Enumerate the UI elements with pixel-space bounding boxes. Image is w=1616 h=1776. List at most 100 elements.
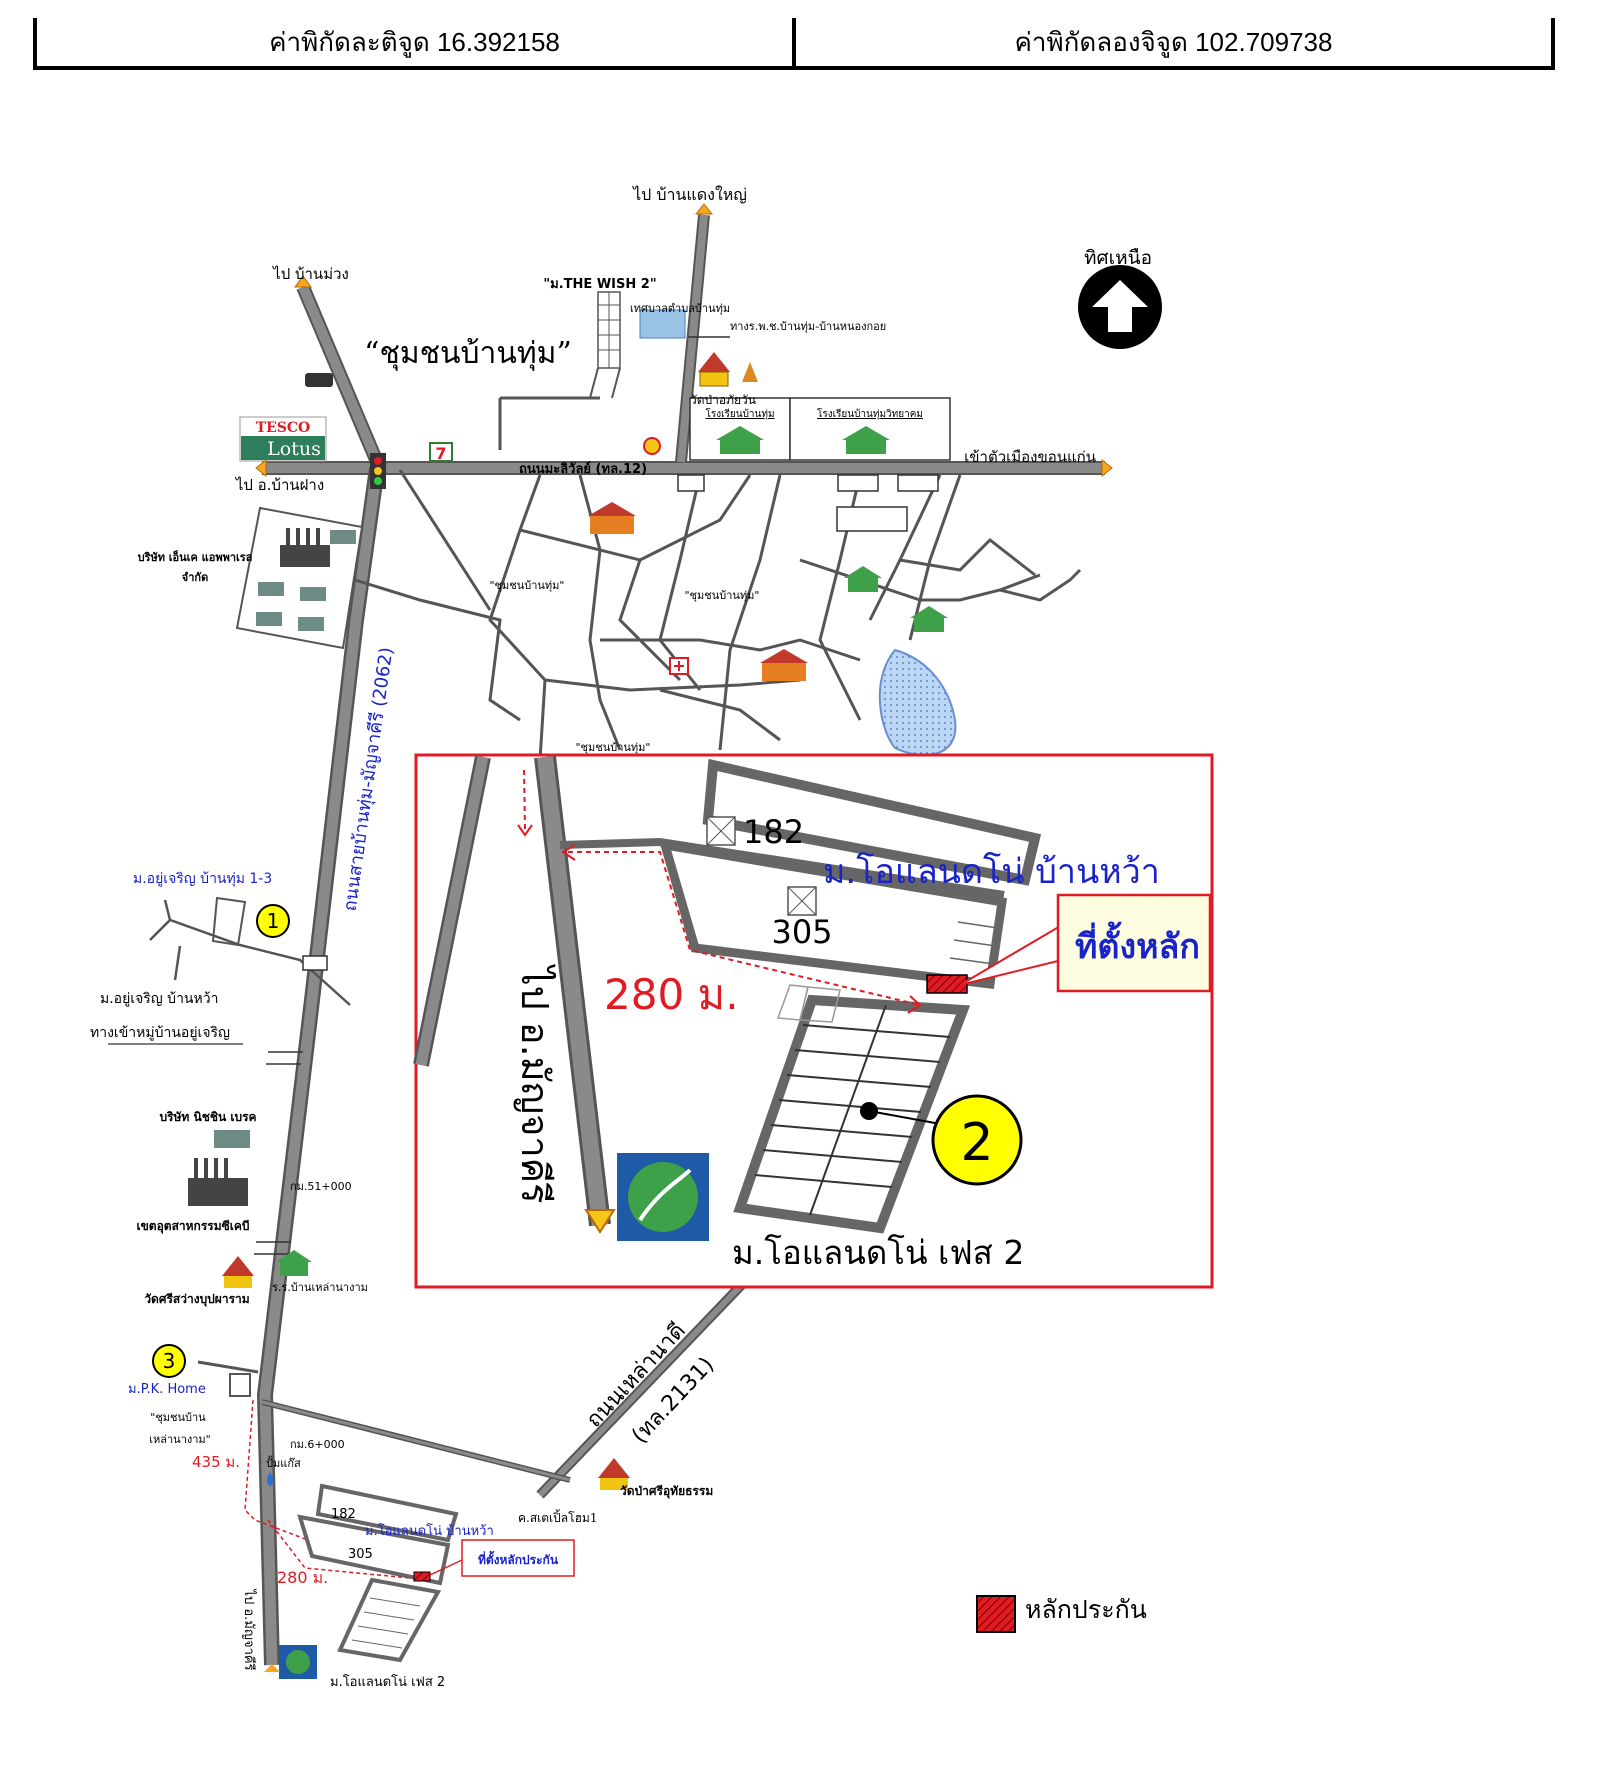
municipality-label: เทศบาลตำบลบ้านทุ่ม [630, 302, 730, 315]
seven-eleven-logo: 7 [429, 442, 453, 463]
inset-phase2-label: ม.โอแลนดโน่ เฟส 2 [732, 1233, 1024, 1272]
dist-435-label: 435 ม. [192, 1453, 240, 1471]
small-182-label: 182 [331, 1507, 356, 1522]
small-collateral-label: ที่ตั้งหลักประกัน [478, 1550, 559, 1567]
inset-182-label: 182 [743, 813, 804, 851]
community-label-2: "ชุมชนบ้านทุ่ม" [684, 589, 759, 602]
shell-icon [643, 437, 661, 455]
municipality-icon [639, 309, 686, 339]
village-1-label: ม.อยู่เจริญ บ้านทุ่ม 1-3 [133, 871, 272, 887]
to-ban-daeng-yai-label: ไป บ้านแดงใหญ่ [631, 185, 747, 204]
pk-block [229, 1373, 251, 1397]
factory-2-icon [188, 1158, 248, 1206]
pk-road [197, 1360, 259, 1374]
warehouse-2-icon [214, 1130, 250, 1148]
longitude-label: ค่าพิกัดลองจิจูด 102.709738 [792, 18, 1551, 66]
company-2-label: บริษัท นิชชิน เบรค [159, 1110, 256, 1124]
small-site-layout [264, 1483, 575, 1679]
to-ban-muang-label: ไป บ้านม่วง [272, 265, 349, 283]
marker-1-label: 1 [267, 909, 280, 933]
inset-distance-label: 280 ม. [604, 970, 739, 1019]
lake [878, 648, 957, 756]
inset-collateral-callout: ที่ตั้งหลัก [1075, 921, 1200, 967]
legend-collateral-label: หลักประกัน [1025, 1595, 1147, 1624]
arrow-marker-up-left [294, 275, 312, 288]
community-2b-label: เหล่านางาม" [149, 1433, 210, 1446]
shrine-icon [742, 362, 758, 382]
school-house-icons [844, 566, 948, 632]
village-1c-label: ทางเข้าหมู่บ้านอยู่เจริญ [90, 1025, 230, 1041]
company-1-label: บริษัท เอ็นเค แอพพาเรล [138, 550, 253, 564]
marker-2-label: 2 [960, 1113, 993, 1173]
inset-to-manja-label: ไป อ.มัญจาคีรี [513, 963, 557, 1203]
temple-1-label: วัดป่าอภัยวัน [690, 393, 756, 407]
road-mittraphap-label: ถนนมะลิวัลย์ (ทล.12) [519, 461, 647, 477]
shop-label: ค.สเตเปิ้ลโฮม1 [518, 1509, 597, 1525]
temple-3-label: วัดป่าศรีอุทัยธรรม [620, 1484, 713, 1499]
legend-collateral-swatch [976, 1595, 1016, 1633]
village-1b-label: ม.อยู่เจริญ บ้านหว้า [100, 991, 218, 1007]
marker-1 [256, 904, 290, 938]
industrial-label: เขตอุตสาหกรรมซีเคบี [136, 1219, 249, 1234]
main-roads [256, 214, 1105, 1666]
north-arrow-icon [1078, 265, 1162, 349]
north-label: ทิศเหนือ [1084, 247, 1152, 269]
arrow-marker-up-top [694, 203, 714, 215]
inset-305-label: 305 [771, 913, 832, 951]
community-2a-label: "ชุมชนบ้าน [150, 1411, 206, 1424]
the-wish-label: "ม.THE WISH 2" [543, 277, 656, 292]
temple-icon [698, 352, 730, 387]
tesco-lotus-logo: TESCO Lotus [239, 416, 327, 462]
to-khon-kaen-label: เข้าตัวเมืองขอนแก่น [964, 448, 1096, 466]
small-to-manja-label: ไป อ.มัญจาคีรี [241, 1588, 257, 1670]
temple-3-icon [598, 1458, 630, 1490]
latitude-label: ค่าพิกัดละติจูด 16.392158 [269, 26, 560, 57]
school-2-label: โรงเรียนบ้านทุ่มวิทยาคม [817, 407, 923, 420]
gas-label: ปั้มแก๊ส [266, 1455, 301, 1470]
road-ban-thum-nong-label: ทางร.พ.ช.บ้านทุ่ม-บ้านหนองกอย [730, 320, 886, 333]
temple-2-icon [222, 1256, 254, 1288]
temple-2-label: วัดศรีสว่างบุปผาราม [144, 1292, 249, 1307]
inset-map [413, 753, 1214, 1289]
marker-3 [152, 1344, 186, 1378]
km-6-label: กม.6+000 [290, 1438, 345, 1451]
community-label-3: "ชุมชนบ้านทุ่ม" [575, 741, 650, 754]
inset-orland-label: ม.โอแลนดโน่ บ้านหว้า [823, 852, 1160, 892]
company-1b-label: จำกัด [182, 571, 208, 584]
small-orland-label: ม.โอแลนดโน่ บ้านหว้า [365, 1523, 494, 1539]
warehouse-icons [256, 530, 356, 631]
km-51-label: กม.51+000 [290, 1180, 352, 1193]
legend: หลักประกัน [976, 1595, 1147, 1633]
small-280-label: 280 ม. [277, 1568, 328, 1587]
hospital-icon [669, 657, 689, 675]
arrow-marker-right [1101, 458, 1113, 478]
bus-icon [305, 373, 333, 387]
small-305-label: 305 [348, 1547, 373, 1562]
school-icon [716, 426, 890, 454]
arrow-marker-left [255, 458, 267, 478]
lotus-bottom-text: Lotus [267, 438, 321, 460]
community-title: “ชุมชนบ้านทุ่ม” [364, 336, 572, 372]
school-3-icon [276, 1250, 312, 1276]
factory-icon [280, 528, 330, 567]
rail-crossing-2 [254, 1241, 291, 1255]
pk-home-label: ม.P.K. Home [128, 1382, 206, 1397]
seven-text: 7 [435, 444, 446, 463]
school-1-label: โรงเรียนบ้านทุ่ม [705, 407, 774, 420]
to-amphoe-ban-fang-label: ไป อ.บ้านฝาง [235, 476, 324, 494]
road-sign-icon [302, 955, 328, 971]
pedestrian-crossings [677, 474, 939, 532]
marker-3-label: 3 [163, 1349, 176, 1373]
traffic-light-icon [370, 453, 386, 489]
small-phase2-label: ม.โอแลนดโน่ เฟส 2 [330, 1674, 445, 1690]
school-3-label: ร.ร.บ้านเหล่านางาม [272, 1281, 368, 1294]
the-wish-building-icon [589, 291, 621, 399]
red-roof-building-icons [588, 502, 808, 681]
lotus-top-text: TESCO [256, 420, 311, 436]
village-1-roads [149, 899, 351, 1006]
gas-icon [267, 1472, 273, 1486]
coordinate-bar: ค่าพิกัดละติจูด 16.392158 ค่าพิกัดลองจิจ… [33, 18, 1555, 70]
rail-crossing-1 [266, 1051, 303, 1065]
community-label-1: "ชุมชนบ้านทุ่ม" [489, 579, 564, 592]
